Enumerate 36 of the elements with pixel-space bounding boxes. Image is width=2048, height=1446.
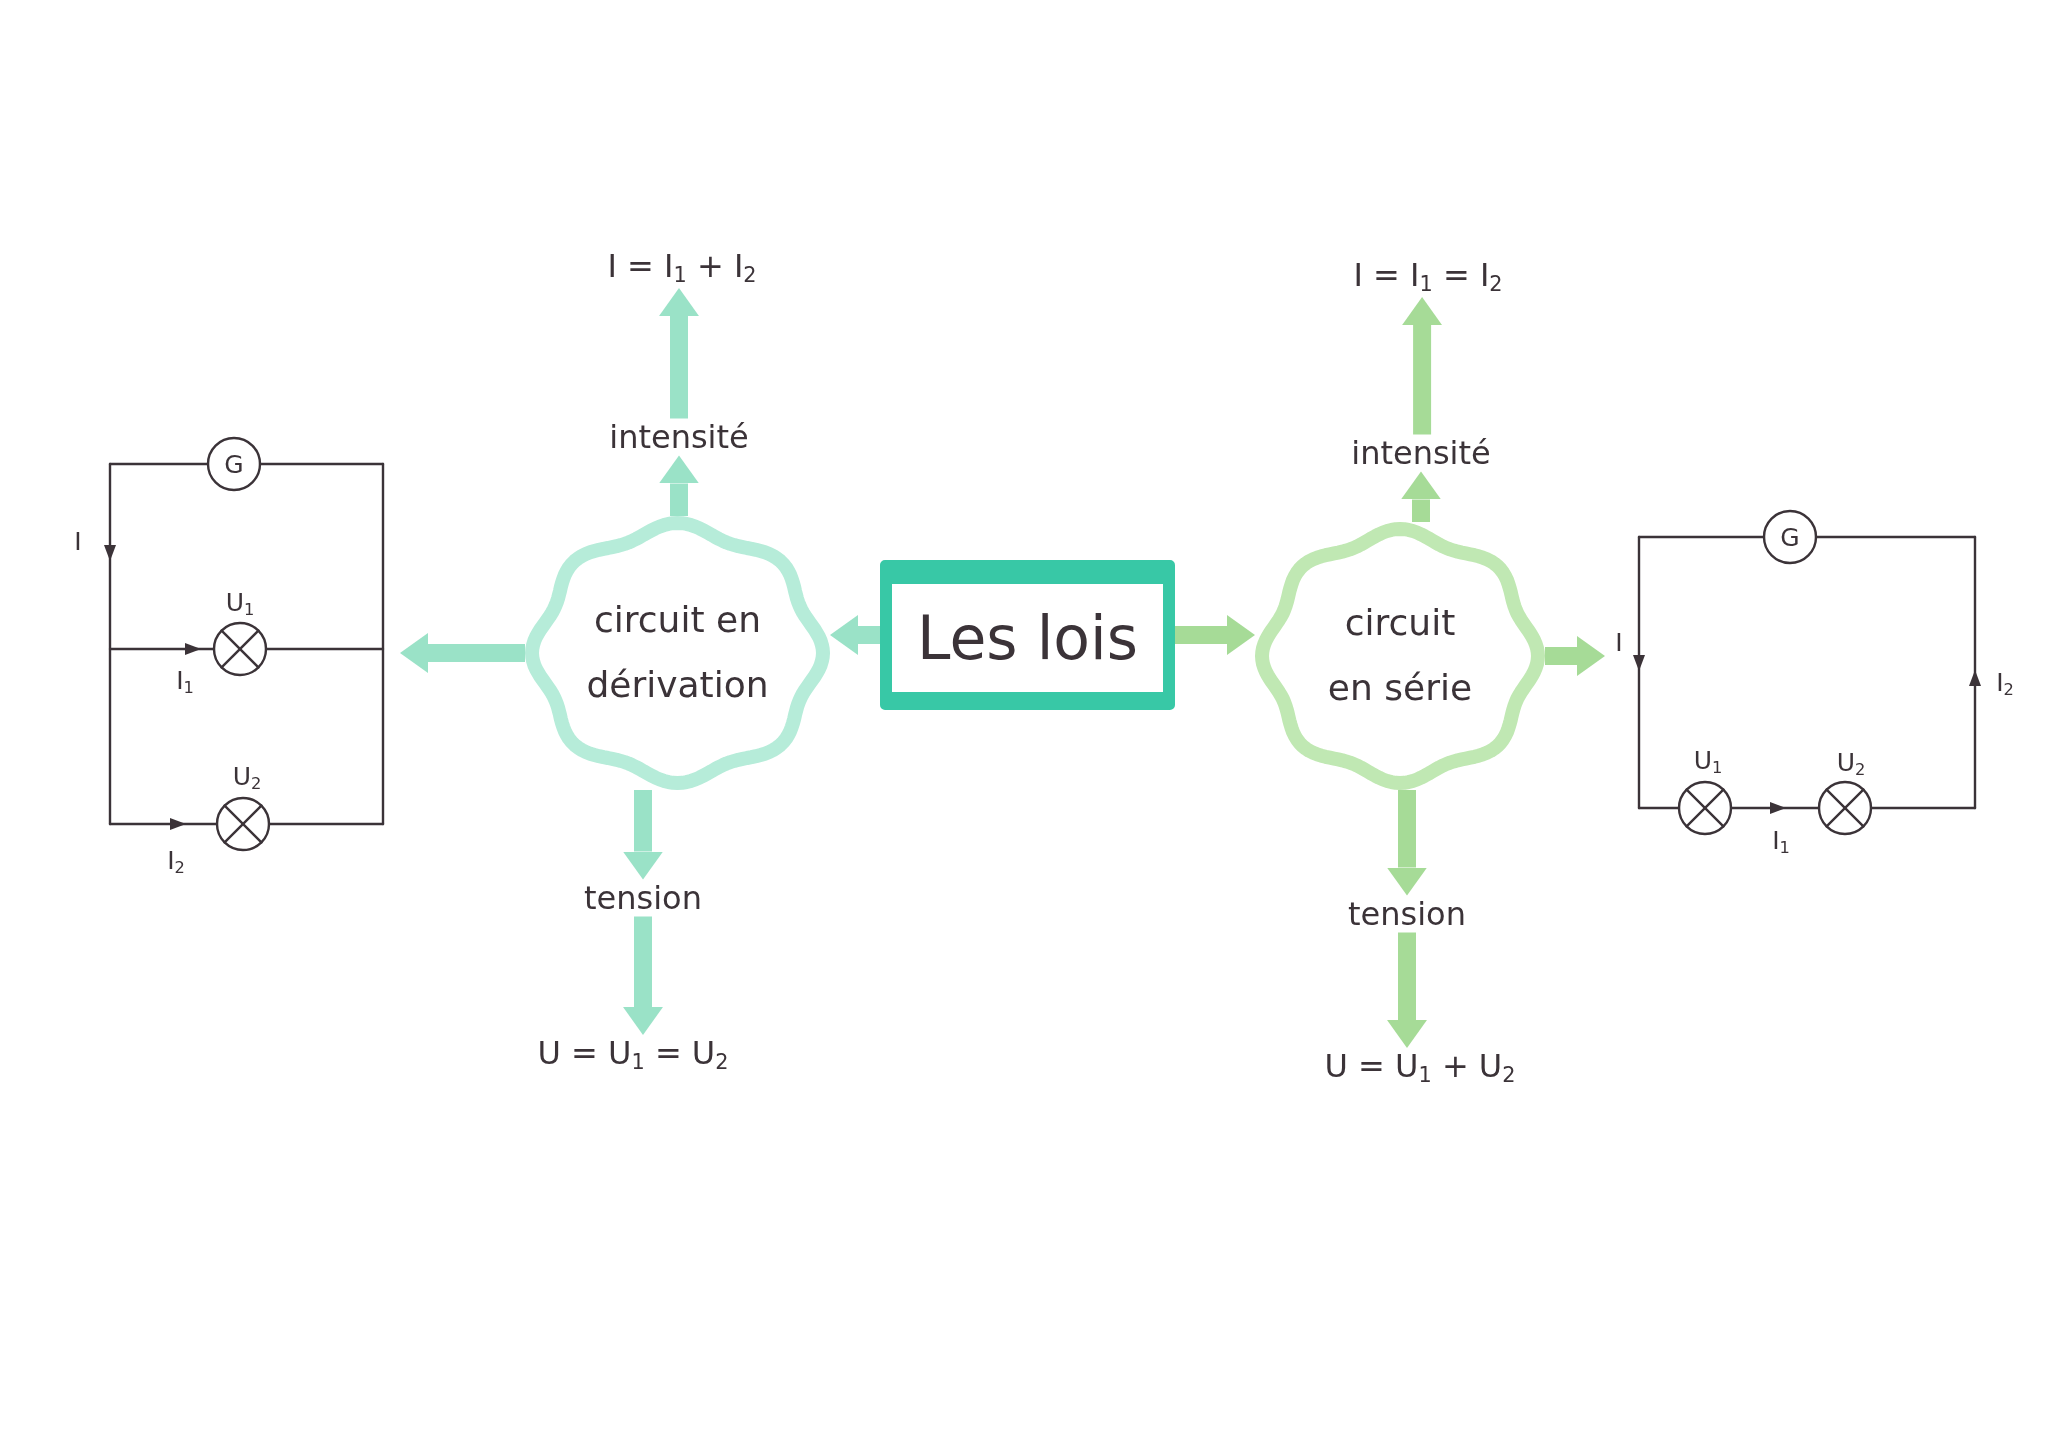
arrow [400, 633, 525, 673]
arrow [1387, 790, 1427, 896]
arrow [659, 455, 699, 516]
formula-text: U = U$_{1}$ + U$_{2}$ [1324, 1047, 1516, 1089]
circuit-type-title: circuit en dérivation [585, 598, 770, 707]
current-label: I [1615, 629, 1623, 657]
arrow [623, 916, 663, 1035]
topic-title: Les lois [917, 603, 1138, 673]
arrow [1545, 636, 1605, 676]
topic-box [880, 560, 1175, 710]
quantity-label: intensité [1351, 434, 1491, 472]
generator-label: G [1780, 524, 1800, 552]
quantity-label: tension [584, 879, 702, 917]
current-label: I [74, 528, 82, 556]
current-label: I$_{1}$ [1772, 827, 1790, 857]
voltage-label: U$_{2}$ [232, 763, 262, 793]
arrow [659, 288, 699, 419]
formula-text: I = I$_{1}$ + I$_{2}$ [607, 247, 757, 289]
formula-text: I = I$_{1}$ = I$_{2}$ [1353, 256, 1503, 298]
arrow [1387, 932, 1427, 1048]
formula-text: U = U$_{1}$ = U$_{2}$ [537, 1034, 729, 1076]
arrow [623, 790, 663, 880]
voltage-label: U$_{2}$ [1836, 749, 1866, 779]
circuit-type-title: circuit en série [1326, 601, 1474, 710]
current-label: I$_{2}$ [167, 847, 185, 877]
quantity-label: tension [1348, 895, 1466, 933]
current-label: I$_{1}$ [176, 667, 194, 697]
arrow [830, 615, 880, 655]
quantity-label: intensité [609, 418, 749, 456]
generator-label: G [224, 451, 244, 479]
arrow [1175, 615, 1255, 655]
voltage-label: U$_{1}$ [1693, 747, 1723, 777]
voltage-label: U$_{1}$ [225, 589, 255, 619]
current-label: I$_{2}$ [1996, 669, 2014, 699]
arrow [1401, 471, 1441, 522]
arrow [1402, 297, 1443, 435]
